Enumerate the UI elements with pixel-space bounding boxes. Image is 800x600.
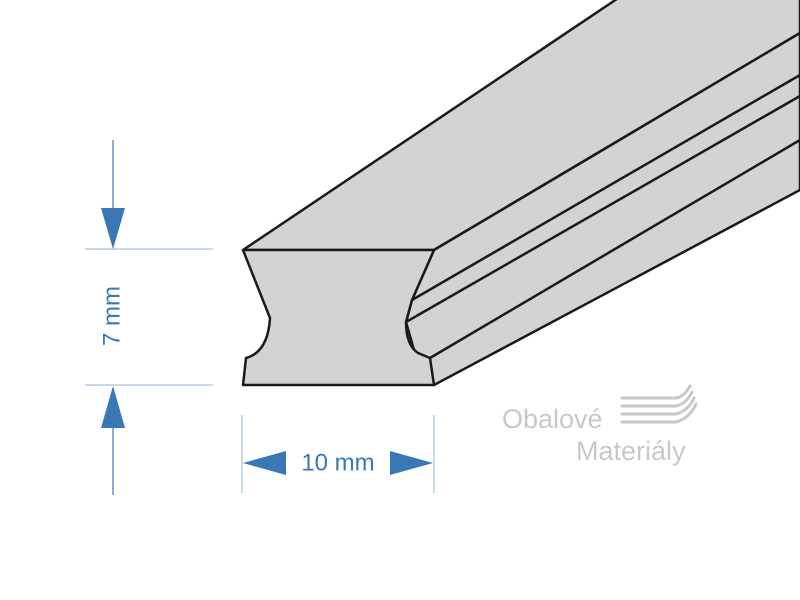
brand-logo: Obalové Materiály bbox=[502, 384, 698, 466]
width-dimension: 10 mm bbox=[241, 415, 435, 493]
groove-line-lower bbox=[429, 138, 800, 360]
groove-line-upper bbox=[411, 73, 800, 302]
profile-body bbox=[241, 0, 800, 387]
height-dimension: 7 mm bbox=[85, 140, 213, 495]
logo-wave-icon bbox=[620, 384, 698, 424]
profile-cross-section bbox=[241, 248, 436, 387]
logo-line-1: Obalové bbox=[502, 404, 603, 434]
width-arrow-right-head bbox=[390, 451, 433, 475]
height-label: 7 mm bbox=[98, 286, 125, 346]
width-arrow-left-head bbox=[243, 451, 286, 475]
height-arrow-top-head bbox=[101, 208, 125, 249]
logo-line-2: Materiály bbox=[576, 436, 686, 466]
profile-groove-lines bbox=[405, 73, 800, 360]
groove-line-mid bbox=[405, 94, 800, 324]
width-label: 10 mm bbox=[301, 449, 374, 476]
height-arrow-bottom-head bbox=[101, 386, 125, 428]
